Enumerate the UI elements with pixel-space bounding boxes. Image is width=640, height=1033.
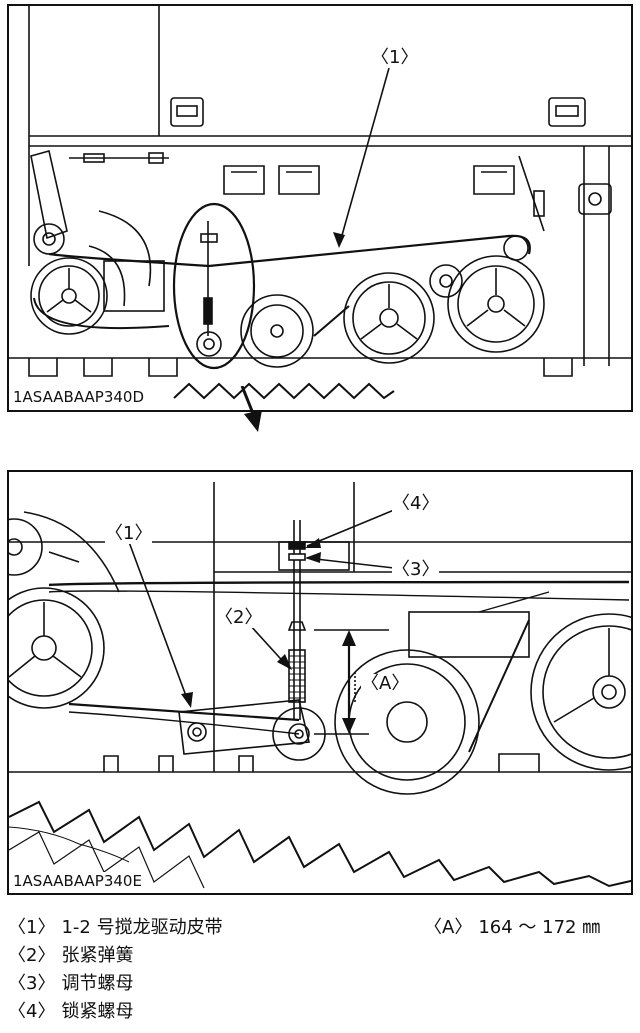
figure-code-bottom: 1ASAABAAP340E (11, 872, 144, 890)
legend-text: 锁紧螺母 (61, 1001, 134, 1022)
legend-text: 1-2 号搅龙驱动皮带 (61, 917, 223, 938)
legend-key: 〈4〉 (8, 1001, 56, 1022)
bottom-machine-drawing (9, 482, 631, 889)
legend-item-1: 〈1〉1-2 号搅龙驱动皮带 (8, 914, 223, 942)
callout-2: 〈2〉 (215, 607, 263, 628)
dimension-note: 〈A〉164 ～ 172 ㎜ (424, 914, 600, 942)
callout-1-top: 〈1〉 (371, 47, 419, 68)
legend-key: 〈1〉 (8, 917, 56, 938)
callout-3: 〈3〉 (392, 559, 440, 580)
callout-4: 〈4〉 (392, 493, 440, 514)
legend-list: 〈1〉1-2 号搅龙驱动皮带 〈2〉张紧弹簧 〈3〉调节螺母 〈4〉锁紧螺母 (8, 914, 223, 1026)
callout-1-bottom: 〈1〉 (105, 523, 153, 544)
legend-text: 调节螺母 (61, 973, 134, 994)
down-arrow-icon (240, 386, 262, 432)
legend-item-3: 〈3〉调节螺母 (8, 970, 223, 998)
legend-key: 〈3〉 (8, 973, 56, 994)
dimension-key: 〈A〉 (424, 917, 473, 938)
top-diagram-panel: 〈1〉 1ASAABAAP340D (7, 4, 633, 412)
legend-text: 张紧弹簧 (61, 945, 134, 966)
top-machine-drawing (9, 6, 631, 400)
legend-item-2: 〈2〉张紧弹簧 (8, 942, 223, 970)
figure-code-top: 1ASAABAAP340D (11, 388, 147, 406)
legend-item-4: 〈4〉锁紧螺母 (8, 998, 223, 1026)
legend-key: 〈2〉 (8, 945, 56, 966)
dimension-value: 164 ～ 172 ㎜ (478, 917, 601, 938)
callout-A: 〈A〉 (361, 673, 410, 694)
bottom-diagram-panel: 〈1〉 〈2〉 〈4〉 〈3〉 〈A〉 1ASAABAAP340E (7, 470, 633, 895)
